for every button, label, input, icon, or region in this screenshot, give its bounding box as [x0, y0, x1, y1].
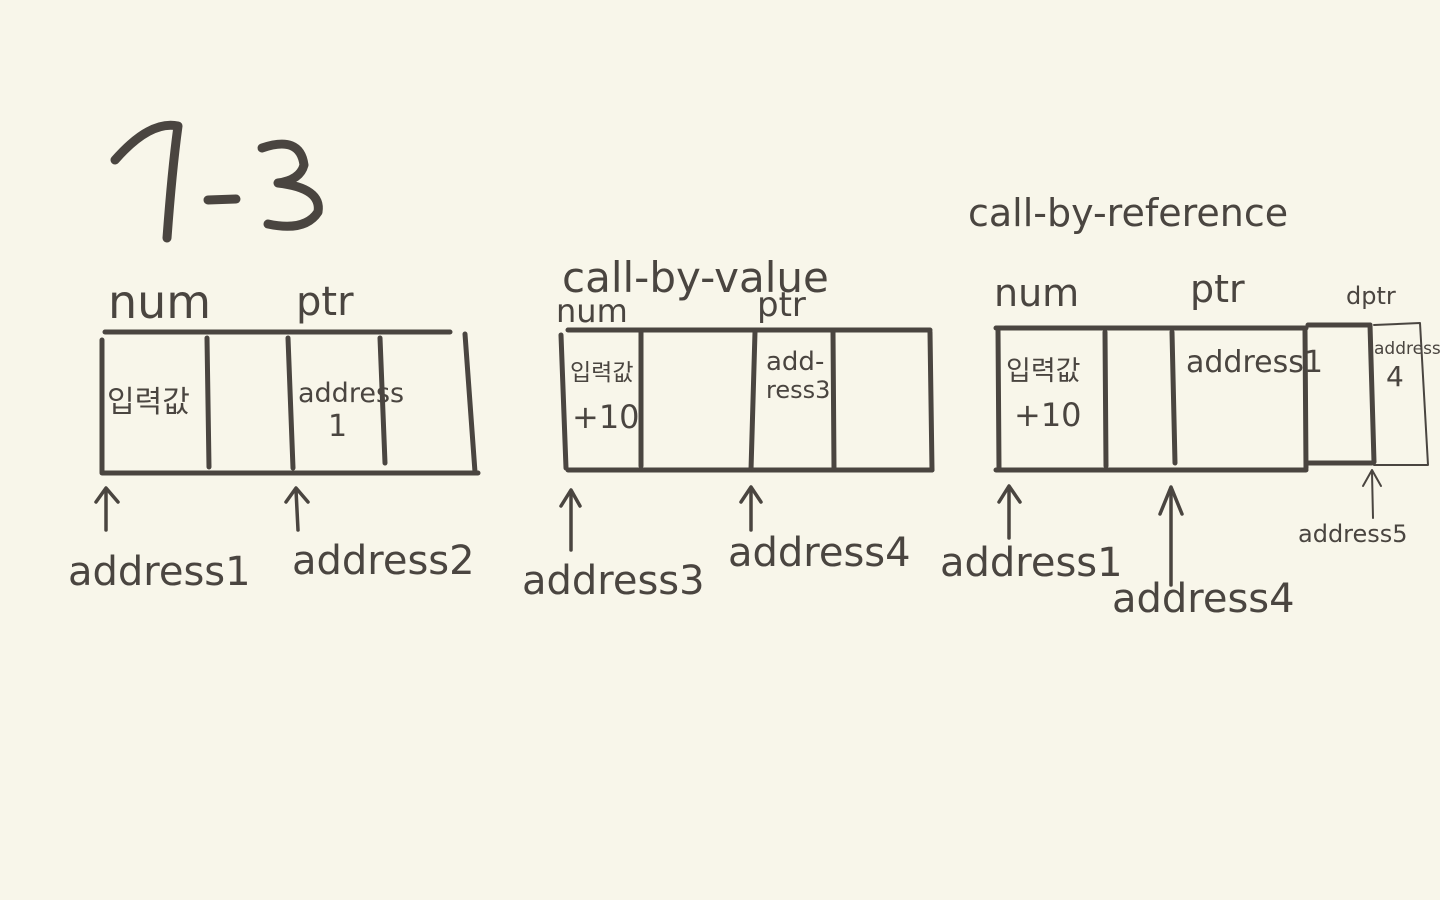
diagram-3-dptr-value-line1: address: [1374, 339, 1440, 359]
diagram-3-num-value: 입력값: [1006, 356, 1081, 387]
diagram-3-address-label-1: address1: [940, 540, 1123, 586]
diagram-3-heading: call-by-reference: [968, 191, 1288, 235]
diagram-2-memory-box: [558, 327, 935, 473]
diagram-1-arrows: [94, 486, 310, 532]
diagram-1-ptr-label: ptr: [296, 279, 354, 325]
diagram-3-memory-box: [993, 322, 1377, 473]
diagram-2-address-label-2: address4: [728, 530, 911, 576]
diagram-3-ptr-label: ptr: [1190, 267, 1245, 311]
diagram-2-heading: call-by-value: [562, 253, 829, 302]
diagram-1-num-value: 입력값: [107, 385, 190, 420]
diagram-3-num-value-2: +10: [1014, 396, 1082, 434]
diagram-2-ptr-value-line1: add-: [766, 347, 824, 377]
diagram-2-num-value-2: +10: [572, 398, 640, 436]
diagram-2-arrows: [559, 485, 763, 552]
diagram-3-num-label: num: [994, 271, 1079, 315]
diagram-3-dptr-label: dptr: [1346, 282, 1396, 310]
diagram-1-address-label-1: address1: [68, 549, 251, 595]
diagram-2-ptr-value-line2: ress3: [766, 376, 830, 404]
title-handwriting: [110, 120, 323, 243]
diagram-1-num-label: num: [108, 275, 211, 329]
diagram-2-num-label: num: [556, 292, 628, 330]
diagram-2-ptr-label: ptr: [757, 285, 806, 325]
diagram-3-dptr-value-line2: 4: [1386, 360, 1404, 393]
diagram-3-address-label-2: address4: [1112, 576, 1295, 622]
diagram-1-memory-box: [99, 329, 481, 476]
diagram-3-dptr-box: [1373, 322, 1429, 466]
diagram-3-ptr-value: address1: [1186, 345, 1323, 380]
diagram-1-address-label-2: address2: [292, 538, 475, 584]
diagram-3-address-label-3: address5: [1298, 520, 1408, 548]
diagram-1-ptr-value-line1: address: [298, 378, 404, 409]
diagram-1-ptr-value-line2: 1: [328, 409, 347, 444]
diagram-2-num-value: 입력값: [570, 360, 633, 386]
diagram-2-address-label-1: address3: [522, 558, 705, 604]
diagram-3-arrows: [997, 469, 1382, 587]
